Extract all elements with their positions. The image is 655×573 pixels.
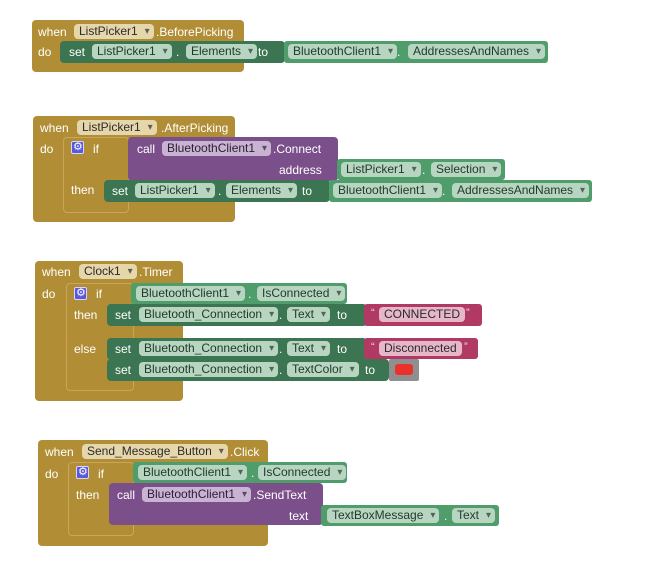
component-dropdown[interactable]: BluetoothClient1 [162, 141, 272, 156]
open-quote-icon: “ [371, 341, 375, 353]
else-label: else [74, 342, 97, 356]
when-label: when [38, 25, 67, 39]
when-label: when [42, 265, 71, 279]
open-quote-icon: “ [371, 307, 375, 319]
to-label: to [302, 184, 313, 198]
property-dropdown[interactable]: Elements [226, 183, 298, 198]
component-dropdown[interactable]: Clock1 [79, 264, 137, 279]
component-dropdown[interactable]: BluetoothClient1 [136, 286, 246, 301]
component-dropdown[interactable]: TextBoxMessage [327, 508, 440, 523]
to-label: to [337, 308, 348, 322]
component-dropdown[interactable]: ListPicker1 [92, 44, 172, 59]
if-label: if [96, 287, 102, 301]
arg-label: address [279, 163, 322, 177]
component-dropdown[interactable]: Send_Message_Button [82, 444, 228, 459]
property-dropdown[interactable]: AddressesAndNames [452, 183, 590, 198]
component-dropdown[interactable]: BluetoothClient1 [333, 183, 443, 198]
close-quote-icon: ” [466, 307, 470, 319]
call-label: call [117, 488, 136, 502]
then-label: then [76, 488, 100, 502]
component-dropdown[interactable]: BluetoothClient1 [138, 465, 248, 480]
dot-separator: . [422, 163, 426, 177]
property-dropdown[interactable]: TextColor [287, 362, 359, 377]
dot-separator: . [279, 363, 283, 377]
method-name: .Connect [273, 142, 322, 156]
event-name: .AfterPicking [161, 121, 229, 135]
set-label: set [115, 308, 132, 322]
property-dropdown[interactable]: Elements [186, 44, 258, 59]
color-swatch-red[interactable] [395, 364, 413, 375]
dot-separator: . [248, 287, 252, 301]
close-quote-icon: ” [464, 341, 468, 353]
set-label: set [69, 45, 86, 59]
property-dropdown[interactable]: IsConnected [258, 465, 347, 480]
gear-icon[interactable] [74, 286, 87, 300]
dot-separator: . [279, 308, 283, 322]
then-label: then [74, 308, 98, 322]
do-label: do [42, 287, 56, 301]
event-name: .Click [230, 445, 260, 459]
property-dropdown[interactable]: Text [287, 307, 331, 322]
property-dropdown[interactable]: Text [287, 341, 331, 356]
to-label: to [365, 363, 376, 377]
call-label: call [137, 142, 156, 156]
when-label: when [45, 445, 74, 459]
component-dropdown[interactable]: ListPicker1 [74, 24, 154, 39]
text-value[interactable]: CONNECTED [379, 307, 466, 322]
do-label: do [38, 45, 52, 59]
dot-separator: . [279, 342, 283, 356]
property-dropdown[interactable]: AddressesAndNames [408, 44, 546, 59]
event-name: .BeforePicking [156, 25, 234, 39]
component-dropdown[interactable]: Bluetooth_Connection [139, 307, 279, 322]
if-label: if [98, 467, 104, 481]
do-label: do [40, 142, 54, 156]
dot-separator: . [218, 184, 222, 198]
property-dropdown[interactable]: IsConnected [257, 286, 346, 301]
gear-icon[interactable] [71, 140, 84, 154]
component-dropdown[interactable]: Bluetooth_Connection [139, 341, 279, 356]
method-name: .SendText [253, 488, 307, 502]
set-label: set [112, 184, 129, 198]
dot-separator: . [444, 509, 448, 523]
component-dropdown[interactable]: ListPicker1 [135, 183, 215, 198]
property-dropdown[interactable]: Selection [431, 162, 502, 177]
component-dropdown[interactable]: BluetoothClient1 [142, 487, 252, 502]
property-dropdown[interactable]: Text [452, 508, 496, 523]
component-dropdown[interactable]: BluetoothClient1 [288, 44, 398, 59]
dot-separator: . [397, 45, 401, 59]
event-name: .Timer [139, 265, 173, 279]
dot-separator: . [442, 184, 446, 198]
dot-separator: . [176, 45, 180, 59]
component-dropdown[interactable]: ListPicker1 [77, 120, 157, 135]
dot-separator: . [251, 466, 255, 480]
set-label: set [115, 342, 132, 356]
to-label: to [337, 342, 348, 356]
component-dropdown[interactable]: ListPicker1 [341, 162, 421, 177]
if-label: if [93, 142, 99, 156]
to-label: to [258, 45, 269, 59]
gear-icon[interactable] [76, 465, 89, 479]
do-label: do [45, 467, 59, 481]
text-value[interactable]: Disconnected [379, 341, 462, 356]
then-label: then [71, 183, 95, 197]
component-dropdown[interactable]: Bluetooth_Connection [139, 362, 279, 377]
when-label: when [40, 121, 69, 135]
set-label: set [115, 363, 132, 377]
arg-label: text [289, 509, 309, 523]
